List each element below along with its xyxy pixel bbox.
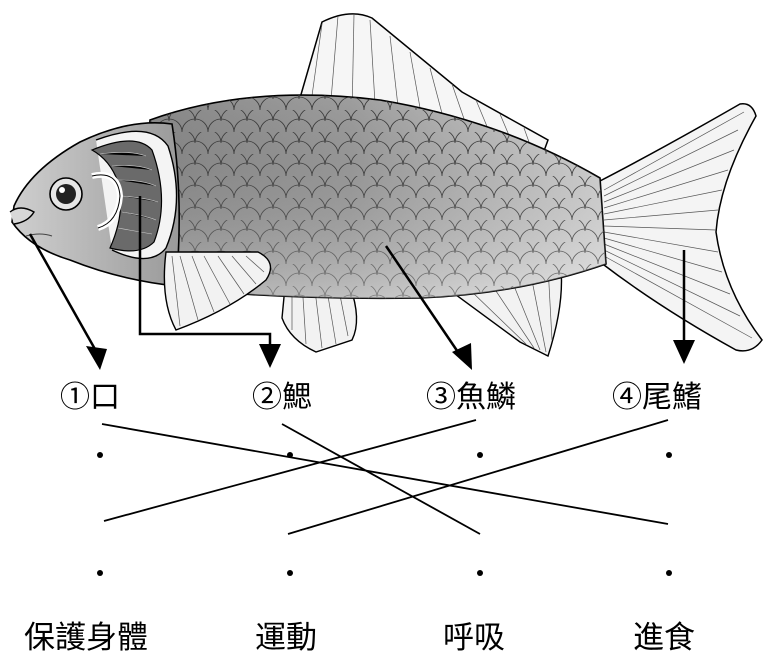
function-label-breathing: 呼吸 <box>443 612 505 657</box>
part-label-gill: ②鰓 <box>252 372 312 416</box>
match-line-gill-breathing <box>282 424 480 534</box>
dot-function-4 <box>666 570 672 576</box>
match-line-scales-protect <box>104 420 476 521</box>
dot-part-3 <box>477 452 483 458</box>
dot-function-3 <box>477 570 483 576</box>
function-label-protect: 保護身體 <box>24 612 148 657</box>
part-label-tail-fin: ④尾鰭 <box>612 372 702 416</box>
arrowhead-icon <box>673 340 695 364</box>
function-label-eating: 進食 <box>633 612 695 657</box>
arrowhead-icon <box>86 346 107 370</box>
part-label-scales: ③魚鱗 <box>426 372 516 416</box>
dot-part-4 <box>666 452 672 458</box>
arrowhead-icon <box>259 344 281 368</box>
tail-fin <box>598 104 762 351</box>
eye-icon <box>50 178 82 210</box>
dot-function-2 <box>287 570 293 576</box>
fish-head <box>10 123 179 286</box>
part-label-mouth: ①口 <box>60 372 120 416</box>
function-label-movement: 運動 <box>255 612 317 657</box>
dot-function-1 <box>97 570 103 576</box>
match-line-tail-movement <box>288 420 668 534</box>
dot-part-1 <box>97 452 103 458</box>
match-line-mouth-eating <box>102 424 668 524</box>
